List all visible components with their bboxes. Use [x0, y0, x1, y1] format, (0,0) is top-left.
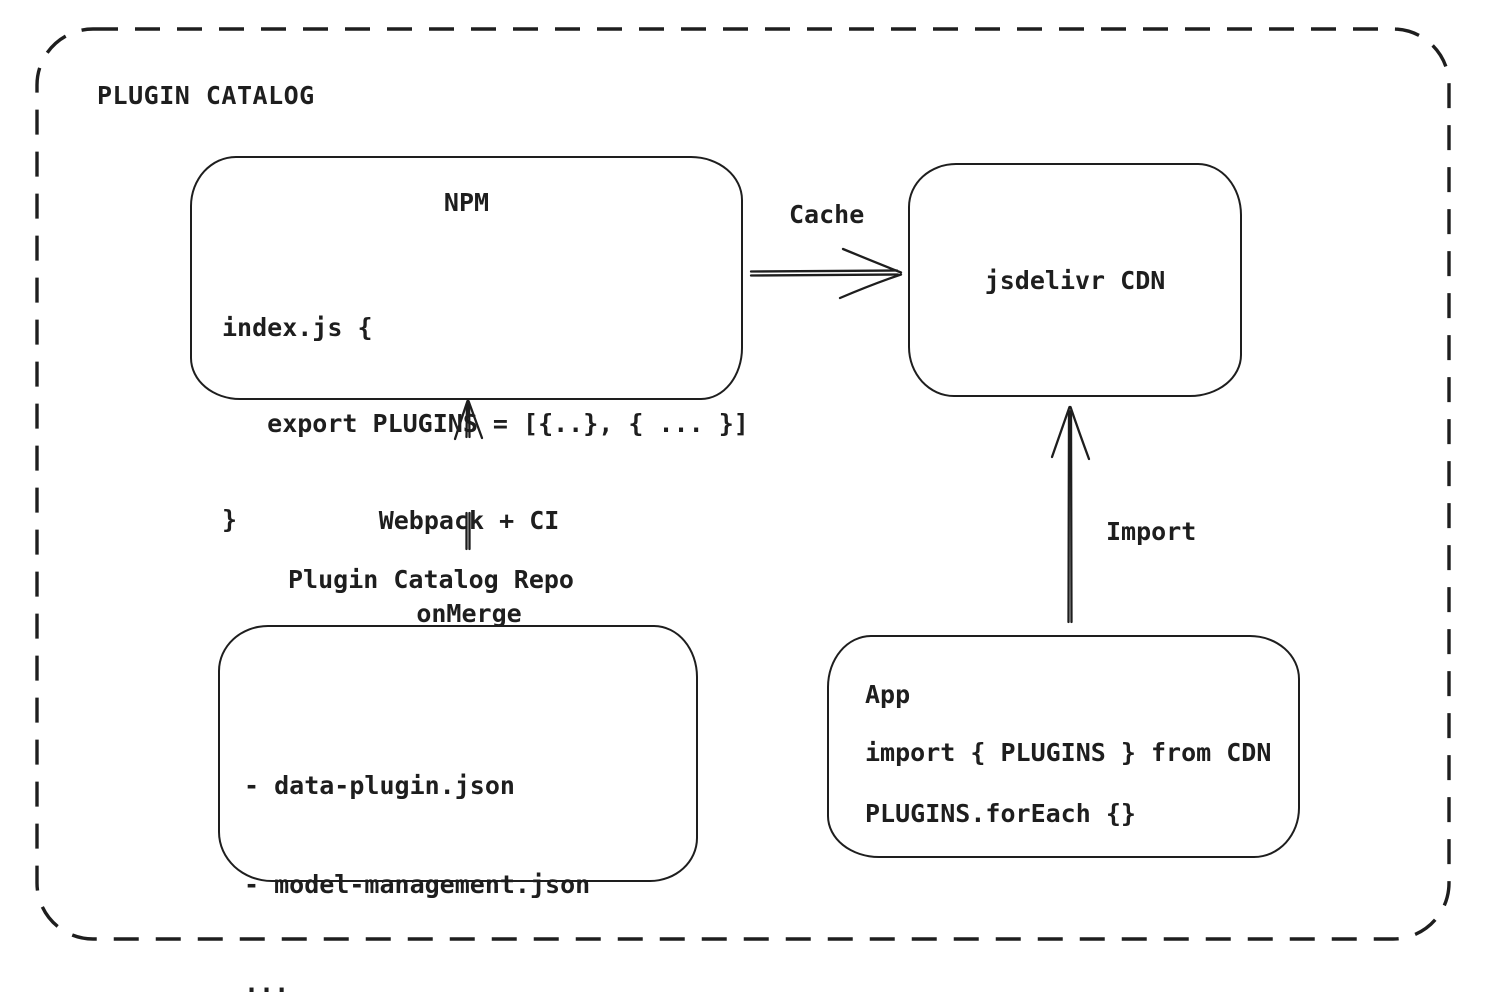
import-arrow-label: Import [1106, 517, 1197, 546]
repo-item: - model-management.json [244, 870, 591, 899]
repo-item: - data-plugin.json [244, 771, 515, 800]
cdn-node: jsdelivr CDN [908, 163, 1242, 397]
cache-arrow [749, 247, 903, 300]
cdn-node-label: jsdelivr CDN [984, 265, 1166, 295]
webpack-ci-label-line: Webpack + CI [378, 506, 560, 535]
npm-node-title: NPM [443, 188, 490, 217]
diagram-title: PLUGIN CATALOG [97, 81, 315, 110]
npm-code-line: index.js { [222, 313, 373, 342]
app-node: App import { PLUGINS } from CDN PLUGINS.… [827, 635, 1300, 858]
webpack-ci-arrow-label: Webpack + CI onMerge [344, 443, 594, 691]
cache-arrow-label: Cache [789, 200, 865, 229]
repo-node-label: Plugin Catalog Repo [288, 565, 574, 594]
npm-code-line: export PLUGINS = [{..}, { ... }] [222, 409, 749, 438]
webpack-ci-label-line: onMerge [416, 599, 522, 628]
app-node-title: App [865, 680, 911, 709]
npm-code-line: } [222, 505, 238, 534]
import-arrow [1050, 405, 1091, 624]
npm-node: NPM index.js { export PLUGINS = [{..}, {… [190, 156, 749, 534]
app-code-line: import { PLUGINS } from CDN [865, 738, 1272, 767]
app-code-line: PLUGINS.forEach {} [865, 799, 1136, 828]
repo-item: ... [244, 969, 290, 998]
repo-node: - data-plugin.json - model-management.js… [218, 625, 698, 998]
